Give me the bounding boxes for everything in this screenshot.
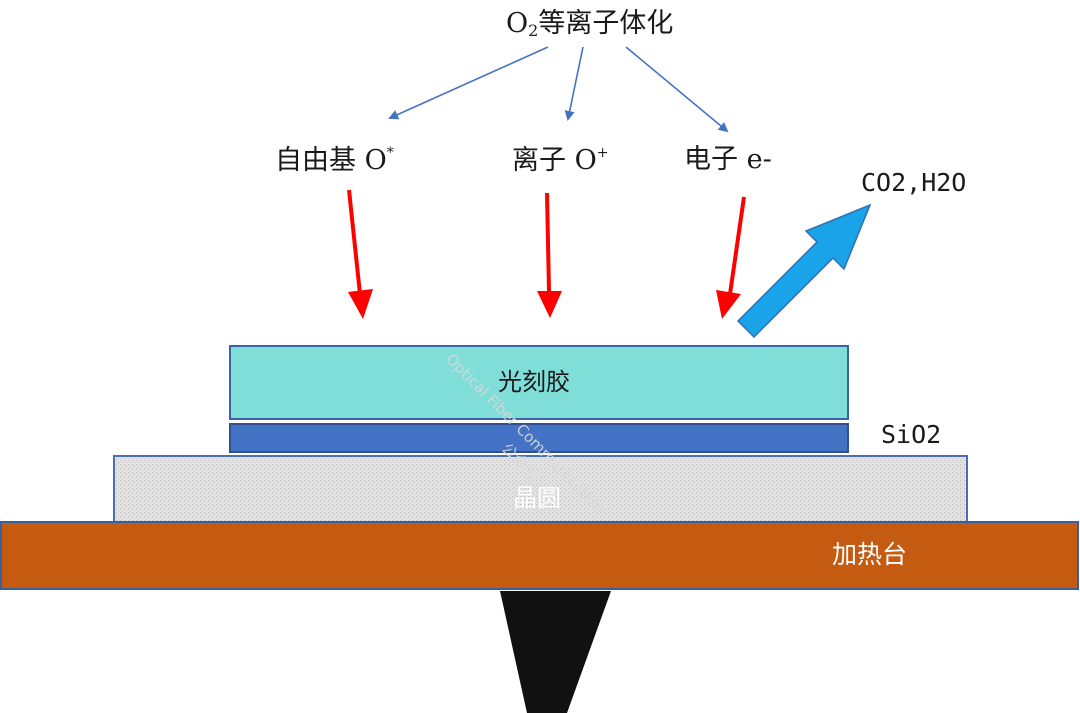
species-ion-label: 离子 O+ [512,146,608,174]
red-arrow-electron [716,196,746,319]
connector-arrow-radical [388,46,549,120]
wafer-layer [113,455,968,523]
plasma-source-label: O2等离子体化 [506,10,673,39]
connector-arrow-electron [625,46,729,133]
exhaust-arrow [736,203,872,339]
species-electron-label: 电子 e- [684,146,772,173]
species-electron-symbol: e- [746,144,772,175]
red-arrow-radical [347,189,373,319]
oxide-layer [229,423,849,453]
species-radical-label: 自由基 O* [275,146,394,174]
species-ion-mark: + [596,145,609,161]
species-ion-name: 离子 [512,145,566,176]
species-radical-symbol: O [364,145,387,176]
photoresist-layer [229,345,849,420]
photoresist-label: 光刻胶 [498,368,570,396]
connector-arrow-ion [564,46,584,121]
species-electron-name: 电子 [684,144,738,175]
species-radical-name: 自由基 [275,145,356,176]
source-subscript: 2 [528,21,539,40]
heater-stand [500,591,611,713]
exhaust-label: CO2,H2O [861,168,967,197]
wafer-label: 晶圆 [513,484,561,512]
heater-label: 加热台 [832,540,908,569]
source-prefix: O [506,8,529,39]
heater-plate [0,521,1079,590]
species-radical-mark: * [386,145,394,161]
oxide-label: SiO2 [881,420,942,449]
source-suffix: 等离子体化 [538,8,674,39]
red-arrow-ion [537,192,562,318]
species-ion-symbol: O [574,145,597,176]
